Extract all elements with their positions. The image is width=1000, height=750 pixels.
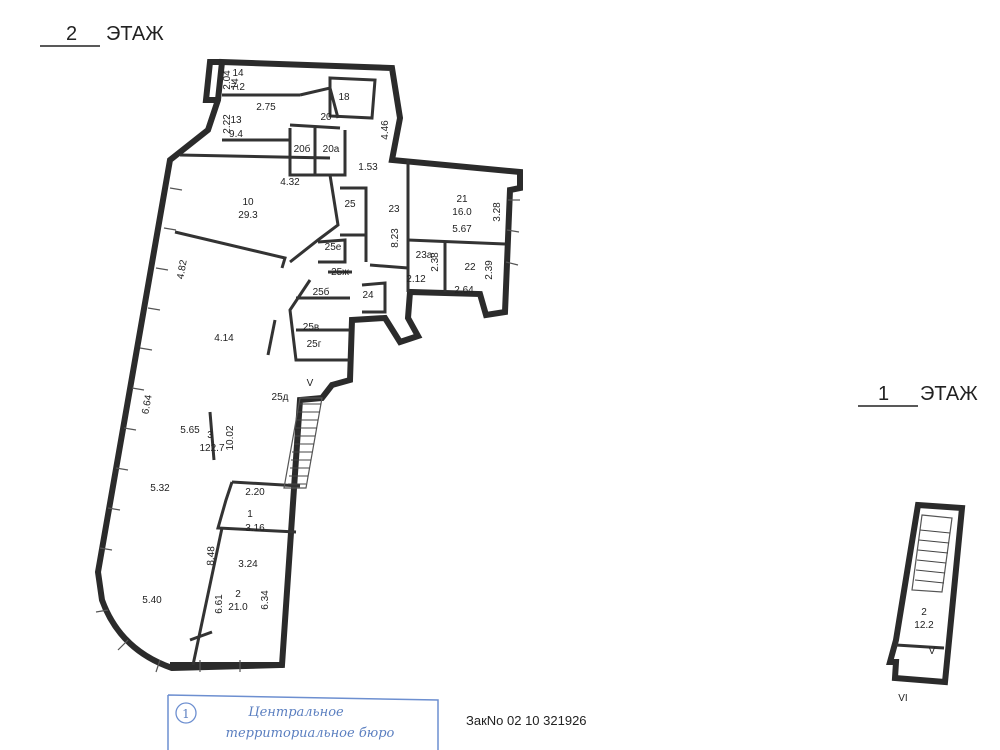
dim-2-20: 2.20 [245,487,265,498]
dim-8-48: 8.48 [206,546,218,566]
room-25v-number: 25в [303,322,319,333]
room-labels: 14 14 7.2 18 20 13 9.4 20б 20а 10 29.3 2… [199,68,476,613]
floor-1-title: 1 ЭТАЖ [858,383,978,407]
room-2-number: 2 [235,589,241,600]
dim-6-64: 6.64 [140,394,154,416]
dim-5-65: 5.65 [180,425,200,436]
room-14-number: 14 [230,78,241,90]
floor-1-room-2-area: 12.2 [914,620,934,631]
room-23a-number: 23а [416,250,433,261]
floor-1-plan: 2 12.2 V VI [886,501,966,704]
room-21-number: 21 [456,194,468,205]
dim-2-75: 2.75 [256,102,276,113]
room-13-area: 9.4 [229,129,243,140]
room-3-number: 3 [207,430,213,441]
room-23-number: 23 [388,204,400,215]
room-1-area: 3.16 [245,523,265,534]
dim-10-02: 10.02 [225,425,236,450]
room-20b-number: 20б [294,143,311,155]
room-25-number: 25 [344,199,356,210]
staircase [208,397,323,489]
room-10-number: 10 [242,197,254,208]
floor-2-interior-walls [174,76,506,666]
floor-1-label: ЭТАЖ [920,383,978,405]
floor-2-title: 2 ЭТАЖ [40,23,164,47]
floor-1-room-2-number: 2 [921,607,927,618]
dim-5-32: 5.32 [150,483,170,494]
stamp-number: 1 [182,707,190,721]
dim-2-04: 2.04 [222,70,233,90]
room-3-area: 122.7 [199,443,224,454]
floor-2-number: 2 [66,23,77,45]
floor-2-label: ЭТАЖ [106,23,164,45]
left-facade-windows [95,187,241,673]
floor-1-number: 1 [878,383,889,405]
dim-1-53: 1.53 [358,162,378,173]
dim-2-12: 2.12 [406,274,426,285]
room-14-area: 7.2 [231,82,245,93]
annex-windows [505,199,520,266]
room-18-number: 18 [338,92,350,103]
dim-4-82: 4.82 [175,259,189,281]
dim-4-32: 4.32 [280,177,300,188]
bureau-stamp: 1 Центральное территориальное бюро [167,694,439,750]
room-14-number-h: 14 [232,68,244,79]
axis-mark-v: V [307,378,314,389]
room-25b-number: 25б [313,286,330,298]
dim-6-34: 6.34 [260,590,271,610]
room-22-number: 22 [464,262,476,273]
room-25d-number: 25д [272,392,289,403]
dim-6-61: 6.61 [214,594,225,614]
dim-4-14: 4.14 [214,333,234,344]
dim-3-24: 3.24 [238,559,258,570]
dim-8-23: 8.23 [390,228,401,248]
dimension-labels: 2.04 2.75 2.22 4.46 1.53 4.32 8.23 5.67 … [140,70,503,614]
stamp-line-2: территориальное бюро [226,726,395,741]
room-25zh-number: 25ж [331,267,349,278]
dim-2-22: 2.22 [222,114,233,134]
room-2-area: 21.0 [228,602,248,613]
room-1-number: 1 [247,509,253,520]
room-13-number: 13 [230,115,242,126]
room-20a-number: 20а [323,144,340,155]
room-25e-number: 25е [325,242,342,253]
order-number: ЗакNo 02 10 321926 [466,713,587,728]
dim-5-67: 5.67 [452,224,472,235]
floor-1-axis-v: V [929,646,936,657]
room-24-number: 24 [362,290,374,301]
dim-2-64: 2.64 [454,285,474,296]
room-10-area: 29.3 [238,210,258,221]
dim-2-38: 2.38 [430,252,441,272]
room-21-area: 16.0 [452,207,472,218]
stamp-line-1: Центральное [248,705,344,720]
dim-3-28: 3.28 [492,202,503,222]
dim-4-46: 4.46 [380,120,391,140]
room-20-number: 20 [320,112,332,123]
dim-2-39: 2.39 [484,260,495,280]
dim-5-40: 5.40 [142,595,162,606]
room-25g-number: 25г [307,339,322,350]
floor-1-axis-vi: VI [898,693,907,704]
